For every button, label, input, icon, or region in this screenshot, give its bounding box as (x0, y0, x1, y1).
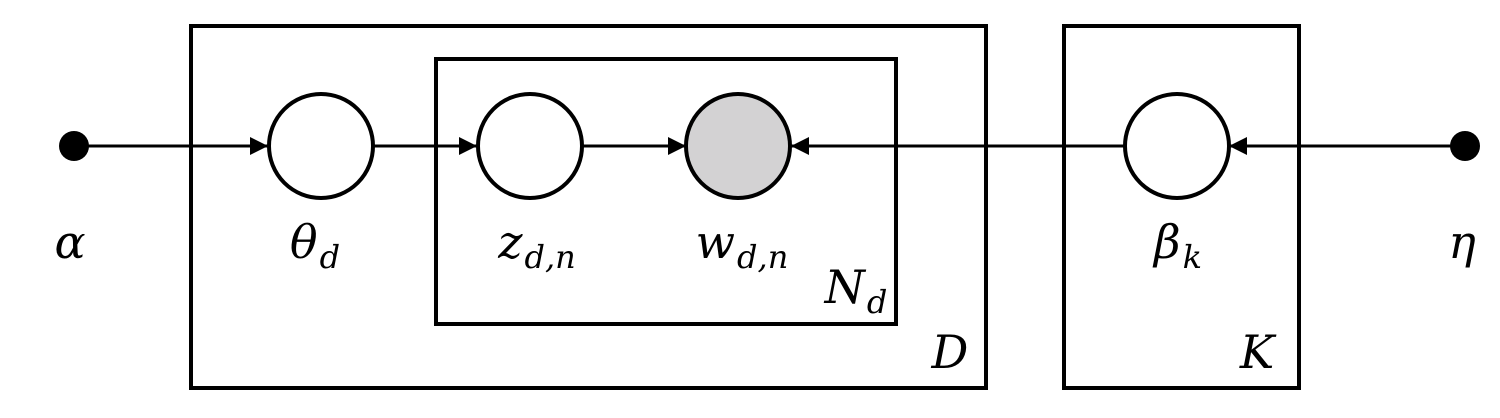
plate-N (434, 57, 898, 326)
node-theta (267, 92, 375, 200)
plate-D-label: D (931, 325, 969, 379)
node-w (684, 92, 792, 200)
node-z (476, 92, 584, 200)
label-eta: η (1448, 215, 1476, 269)
node-beta (1123, 92, 1231, 200)
label-w: wd,n (696, 215, 789, 276)
label-alpha: α (54, 215, 85, 269)
plate-K (1062, 24, 1301, 390)
node-eta (1450, 131, 1480, 161)
plate-D (189, 24, 988, 390)
label-z: zd,n (497, 215, 576, 276)
label-beta: βk (1152, 215, 1202, 276)
plate-N-label: Nd (824, 260, 888, 321)
plate-K-label: K (1239, 325, 1277, 379)
node-alpha (59, 131, 89, 161)
label-theta: θd (290, 215, 340, 276)
